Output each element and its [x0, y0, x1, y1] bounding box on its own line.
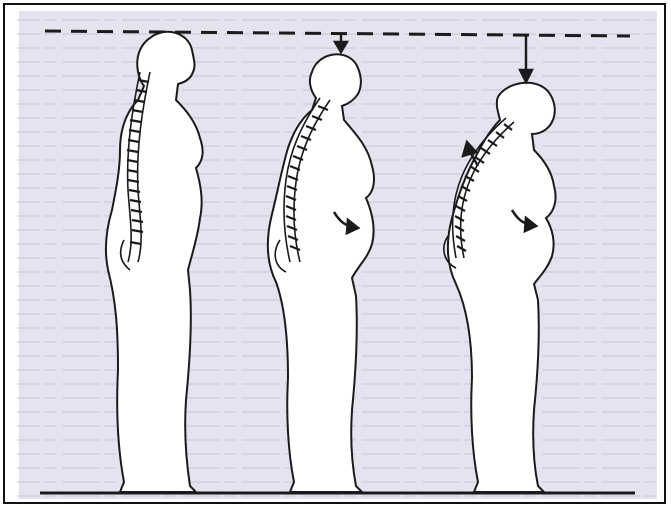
- posture-diagram: [0, 0, 671, 509]
